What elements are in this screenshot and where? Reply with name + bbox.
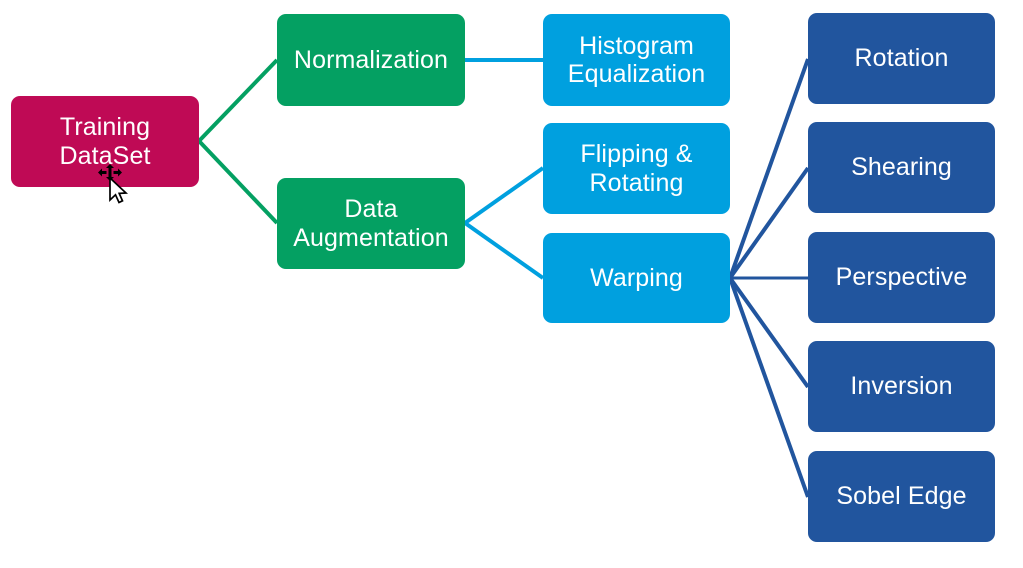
connector-warping-to-shearing (728, 166, 810, 280)
node-warping[interactable]: Warping (543, 233, 730, 323)
node-root[interactable]: Training DataSet (11, 96, 199, 187)
node-label-inversion: Inversion (850, 372, 953, 401)
connector-aug-to-warping (463, 221, 545, 280)
connector-root-to-norm (197, 58, 279, 143)
connector-aug-to-fliprot (463, 166, 545, 225)
node-aug[interactable]: Data Augmentation (277, 178, 465, 269)
node-label-shearing: Shearing (851, 153, 952, 182)
node-fliprot[interactable]: Flipping & Rotating (543, 123, 730, 214)
node-shearing[interactable]: Shearing (808, 122, 995, 213)
node-label-sobel: Sobel Edge (836, 482, 967, 511)
node-label-aug: Data Augmentation (293, 195, 449, 252)
node-label-warping: Warping (590, 263, 683, 292)
connector-warping-to-inversion (728, 276, 810, 389)
node-histeq[interactable]: Histogram Equalization (543, 14, 730, 106)
node-label-root: Training DataSet (59, 113, 151, 170)
node-label-norm: Normalization (293, 45, 449, 74)
node-rotation[interactable]: Rotation (808, 13, 995, 104)
connector-warping-to-sobel (728, 277, 810, 498)
node-perspective[interactable]: Perspective (808, 232, 995, 323)
connector-warping-to-rotation (728, 58, 810, 279)
node-label-perspective: Perspective (835, 263, 968, 292)
connector-root-to-aug (197, 139, 279, 225)
node-sobel[interactable]: Sobel Edge (808, 451, 995, 542)
node-norm[interactable]: Normalization (277, 14, 465, 106)
node-inversion[interactable]: Inversion (808, 341, 995, 432)
node-label-fliprot: Flipping & Rotating (580, 140, 693, 197)
node-label-rotation: Rotation (854, 44, 949, 73)
node-label-histeq: Histogram Equalization (567, 31, 706, 89)
